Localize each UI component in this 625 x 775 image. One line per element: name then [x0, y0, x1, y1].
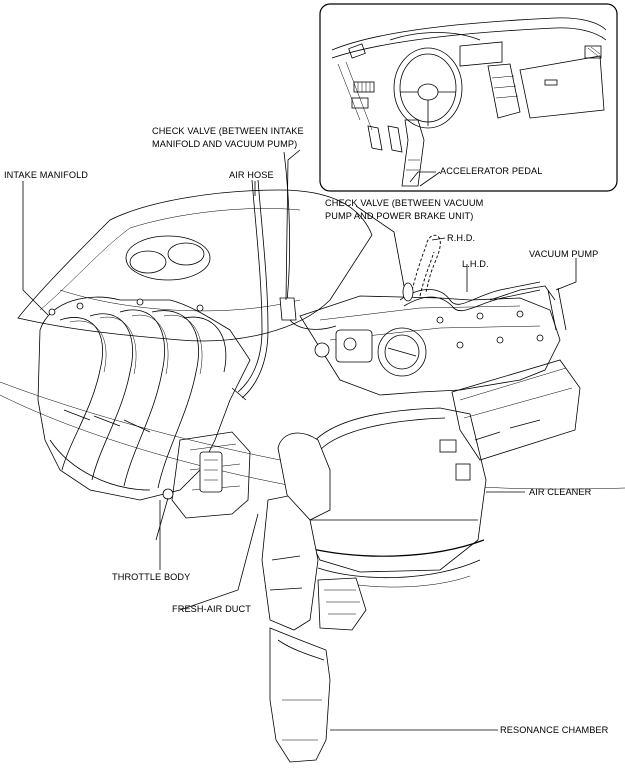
leader-lines: [22, 149, 577, 731]
labels: INTAKE MANIFOLD CHECK VALVE (BETWEEN INT…: [4, 126, 609, 735]
intake-manifold: [37, 296, 251, 501]
throttle-body: [155, 431, 251, 541]
resonance-chamber: [269, 627, 331, 763]
label-throttle-body: THROTTLE BODY: [112, 572, 190, 582]
label-check-valve-upper-line1: CHECK VALVE (BETWEEN INTAKE: [152, 126, 304, 136]
air-hose: [231, 179, 269, 401]
label-accelerator-pedal: ACCELERATOR PEDAL: [440, 166, 542, 176]
label-check-valve-upper-line2: MANIFOLD AND VACUUM PUMP): [152, 139, 297, 149]
label-check-valve-mid-line2: PUMP AND POWER BRAKE UNIT): [325, 211, 473, 221]
cockpit-inset: [319, 3, 618, 192]
label-vacuum-pump: VACUUM PUMP: [529, 249, 598, 259]
fresh-air-duct: [261, 432, 367, 631]
label-rhd: R.H.D.: [447, 233, 475, 243]
engine-cover: [17, 189, 373, 342]
label-intake-manifold: INTAKE MANIFOLD: [4, 170, 88, 180]
check-valve-hose-upper: [279, 151, 337, 330]
battery-box: [451, 359, 581, 461]
label-check-valve-mid-line1: CHECK VALVE (BETWEEN VACUUM: [325, 198, 483, 208]
brake-vacuum-hoses: [399, 234, 541, 312]
label-air-cleaner: AIR CLEANER: [529, 487, 592, 497]
label-resonance-chamber: RESONANCE CHAMBER: [500, 725, 609, 735]
label-air-hose: AIR HOSE: [229, 170, 274, 180]
label-fresh-air-duct: FRESH-AIR DUCT: [172, 604, 251, 614]
air-cleaner: [299, 407, 487, 588]
engine-block: [299, 285, 567, 396]
label-lhd: L.H.D.: [462, 259, 489, 269]
